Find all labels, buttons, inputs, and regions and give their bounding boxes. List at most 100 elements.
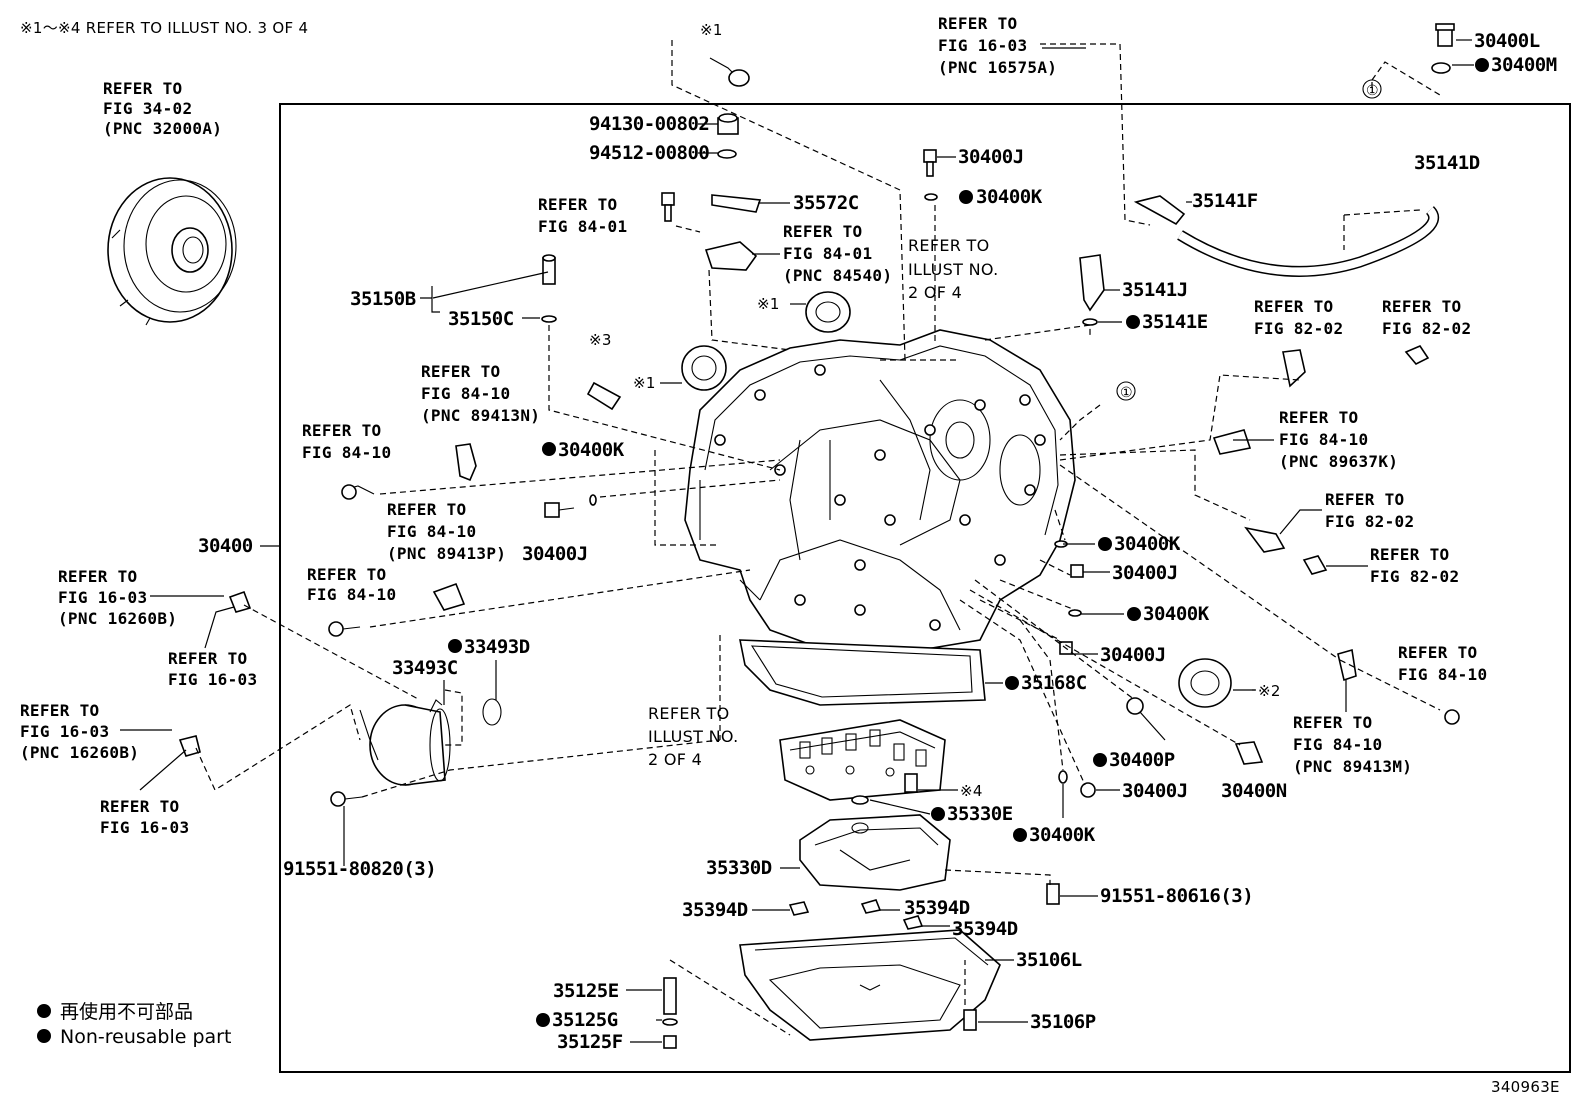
- svg-text:ILLUST NO.: ILLUST NO.: [908, 260, 998, 279]
- part-label-94512-00800: 94512-00800: [589, 142, 709, 164]
- part-label-35572C: 35572C: [793, 192, 859, 214]
- svg-text:REFER TO: REFER TO: [421, 362, 500, 381]
- assembly-frame: [279, 103, 1571, 1073]
- part-label-30400J: 30400J: [958, 146, 1024, 168]
- part-label-30400J: 30400J: [522, 543, 588, 565]
- legend: 再使用不可部品 Non-reusable part: [37, 1001, 231, 1048]
- svg-text:REFER TO: REFER TO: [1254, 297, 1333, 316]
- part-label-35125G: 35125G: [552, 1009, 618, 1031]
- svg-text:2 OF 4: 2 OF 4: [908, 283, 962, 302]
- ref-fig-84-10-89637K: REFER TO FIG 84-10 (PNC 89637K): [1279, 408, 1398, 471]
- svg-text:REFER TO: REFER TO: [100, 797, 179, 816]
- legend-en: Non-reusable part: [60, 1026, 231, 1048]
- part-label-91551-80820: 91551-80820(3): [283, 858, 436, 880]
- svg-text:REFER TO: REFER TO: [58, 567, 137, 586]
- svg-text:REFER TO: REFER TO: [648, 704, 730, 723]
- part-label-35125E: 35125E: [553, 980, 619, 1002]
- part-label-30400P: 30400P: [1109, 749, 1175, 771]
- svg-text:REFER TO: REFER TO: [307, 565, 386, 584]
- part-label-30400: 30400: [198, 535, 253, 557]
- svg-text:(PNC 89413N): (PNC 89413N): [421, 406, 540, 425]
- non-reusable-dot: [1093, 753, 1107, 767]
- dashed-guides: [195, 40, 1441, 1036]
- torque-converter-illustration: [107, 177, 237, 326]
- mark-1: ※1: [633, 374, 656, 392]
- non-reusable-dot: [542, 442, 556, 456]
- svg-text:REFER TO: REFER TO: [1370, 545, 1449, 564]
- part-label-30400K: 30400K: [1143, 603, 1210, 625]
- illustration-number: 340963E: [1491, 1078, 1560, 1096]
- mark-4: ※4: [960, 782, 983, 800]
- non-reusable-dot: [1127, 607, 1141, 621]
- svg-text:REFER TO: REFER TO: [302, 421, 381, 440]
- svg-text:FIG 84-10: FIG 84-10: [1293, 735, 1382, 754]
- ref-fig-82-02-d: REFER TO FIG 82-02: [1370, 545, 1459, 586]
- part-label-35330E: 35330E: [947, 803, 1013, 825]
- legend-jp: 再使用不可部品: [60, 1001, 193, 1023]
- part-label-35141E: 35141E: [1142, 311, 1208, 333]
- svg-text:REFER TO: REFER TO: [103, 79, 182, 98]
- ref-fig-16-03-16260B-a: REFER TO FIG 16-03 (PNC 16260B): [58, 567, 177, 628]
- svg-text:(PNC 16260B): (PNC 16260B): [20, 743, 139, 762]
- mark-1: ※1: [700, 21, 723, 39]
- non-reusable-dot: [1126, 315, 1140, 329]
- part-label-35394D: 35394D: [682, 899, 748, 921]
- mark-1: ※1: [757, 295, 780, 313]
- svg-text:REFER TO: REFER TO: [1293, 713, 1372, 732]
- ref-fig-16-03-16575A: REFER TO FIG 16-03 (PNC 16575A): [938, 14, 1057, 77]
- svg-text:FIG 82-02: FIG 82-02: [1370, 567, 1459, 586]
- svg-text:FIG 16-03: FIG 16-03: [168, 670, 257, 689]
- ref-illust-2-of-4-a: REFER TO ILLUST NO. 2 OF 4: [908, 236, 998, 302]
- svg-text:FIG 84-10: FIG 84-10: [1398, 665, 1487, 684]
- svg-text:①: ①: [1366, 83, 1379, 99]
- pan-gasket-35168C: [739, 639, 986, 706]
- oil-strainer-illustration: [799, 814, 951, 891]
- svg-text:REFER TO: REFER TO: [1325, 490, 1404, 509]
- ref-fig-82-02-c: REFER TO FIG 82-02: [1325, 490, 1414, 531]
- part-label-35106P: 35106P: [1030, 1011, 1096, 1033]
- oil-cooler-illustration: [359, 699, 451, 786]
- part-label-30400J: 30400J: [1122, 780, 1188, 802]
- svg-text:REFER TO: REFER TO: [20, 701, 99, 720]
- svg-text:REFER TO: REFER TO: [1398, 643, 1477, 662]
- part-label-35394D: 35394D: [952, 918, 1018, 940]
- svg-text:FIG 16-03: FIG 16-03: [938, 36, 1027, 55]
- svg-text:REFER TO: REFER TO: [1382, 297, 1461, 316]
- svg-text:FIG 84-10: FIG 84-10: [302, 443, 391, 462]
- svg-text:(PNC 89637K): (PNC 89637K): [1279, 452, 1398, 471]
- svg-text:FIG 84-01: FIG 84-01: [783, 244, 872, 263]
- part-label-30400N: 30400N: [1221, 780, 1287, 802]
- ref-fig-84-10-c: REFER TO FIG 84-10: [1398, 643, 1487, 684]
- part-label-30400K: 30400K: [976, 186, 1043, 208]
- part-label-94130-00802: 94130-00802: [589, 113, 709, 135]
- part-label-35150B: 35150B: [350, 288, 416, 310]
- svg-text:REFER TO: REFER TO: [908, 236, 990, 255]
- non-reusable-dot: [1005, 676, 1019, 690]
- part-label-33493C: 33493C: [392, 657, 458, 679]
- part-label-35106L: 35106L: [1016, 949, 1082, 971]
- svg-text:(PNC 16575A): (PNC 16575A): [938, 58, 1057, 77]
- part-label-33493D: 33493D: [464, 636, 530, 658]
- transaxle-housing-illustration: [684, 329, 1076, 651]
- svg-text:REFER TO: REFER TO: [1279, 408, 1358, 427]
- part-label-35330D: 35330D: [706, 857, 772, 879]
- part-label-35168C: 35168C: [1021, 672, 1087, 694]
- svg-text:FIG 82-02: FIG 82-02: [1382, 319, 1471, 338]
- svg-text:FIG 84-10: FIG 84-10: [387, 522, 476, 541]
- mark-2: ※2: [1258, 682, 1281, 700]
- part-label-30400K: 30400K: [1114, 533, 1181, 555]
- part-label-30400M: 30400M: [1491, 54, 1557, 76]
- legend-dot-jp: [37, 1004, 51, 1018]
- svg-text:FIG 84-01: FIG 84-01: [538, 217, 627, 236]
- oil-pan-illustration: [739, 929, 1001, 1041]
- svg-text:FIG 84-10: FIG 84-10: [421, 384, 510, 403]
- oil-tube-35141D: [1177, 206, 1440, 277]
- callout-circle-top: ①: [1362, 79, 1382, 99]
- non-reusable-dot: [931, 807, 945, 821]
- ref-fig-84-10-89413N: REFER TO FIG 84-10 (PNC 89413N): [421, 362, 540, 425]
- ref-fig-16-03-b: REFER TO FIG 16-03: [100, 797, 189, 837]
- part-label-30400K: 30400K: [558, 439, 625, 461]
- svg-text:FIG 16-03: FIG 16-03: [100, 818, 189, 837]
- svg-text:FIG 34-02: FIG 34-02: [103, 99, 192, 118]
- part-label-30400J: 30400J: [1112, 562, 1178, 584]
